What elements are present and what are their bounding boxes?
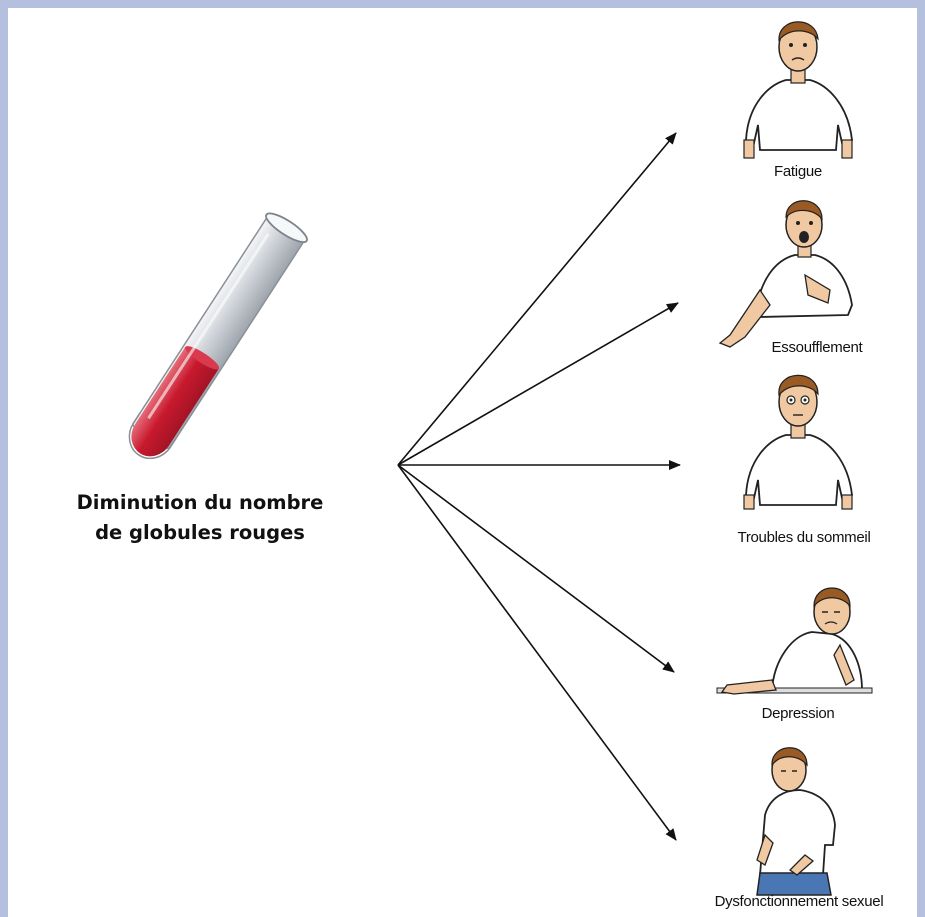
- arrow-to-fatigue: [397, 132, 677, 466]
- depressed-person-icon: [716, 587, 873, 695]
- breathless-person-icon: [718, 200, 853, 348]
- test-tube-icon: [128, 212, 308, 460]
- cause-title: Diminution du nombre de globules rouges: [30, 488, 370, 548]
- arrows: [397, 132, 681, 841]
- symptom-label-dysfonctionnement-sexuel: Dysfonctionnement sexuel: [714, 893, 884, 910]
- arrow-to-depression: [397, 464, 675, 673]
- cause-title-line1: Diminution du nombre: [76, 491, 324, 514]
- symptom-label-troubles-du-sommeil: Troubles du sommeil: [737, 529, 871, 546]
- tired-person-icon: [743, 21, 853, 159]
- sexual-dysfunction-person-icon: [756, 747, 836, 896]
- sleepless-person-icon: [743, 374, 853, 510]
- cause-title-line2: de globules rouges: [95, 521, 305, 544]
- arrow-to-dysfonctionnement-sexuel: [397, 464, 677, 841]
- symptom-label-depression: Depression: [761, 705, 835, 722]
- symptom-label-fatigue: Fatigue: [774, 163, 822, 180]
- arrow-to-essoufflement: [397, 302, 679, 466]
- symptom-label-essoufflement: Essoufflement: [771, 339, 863, 356]
